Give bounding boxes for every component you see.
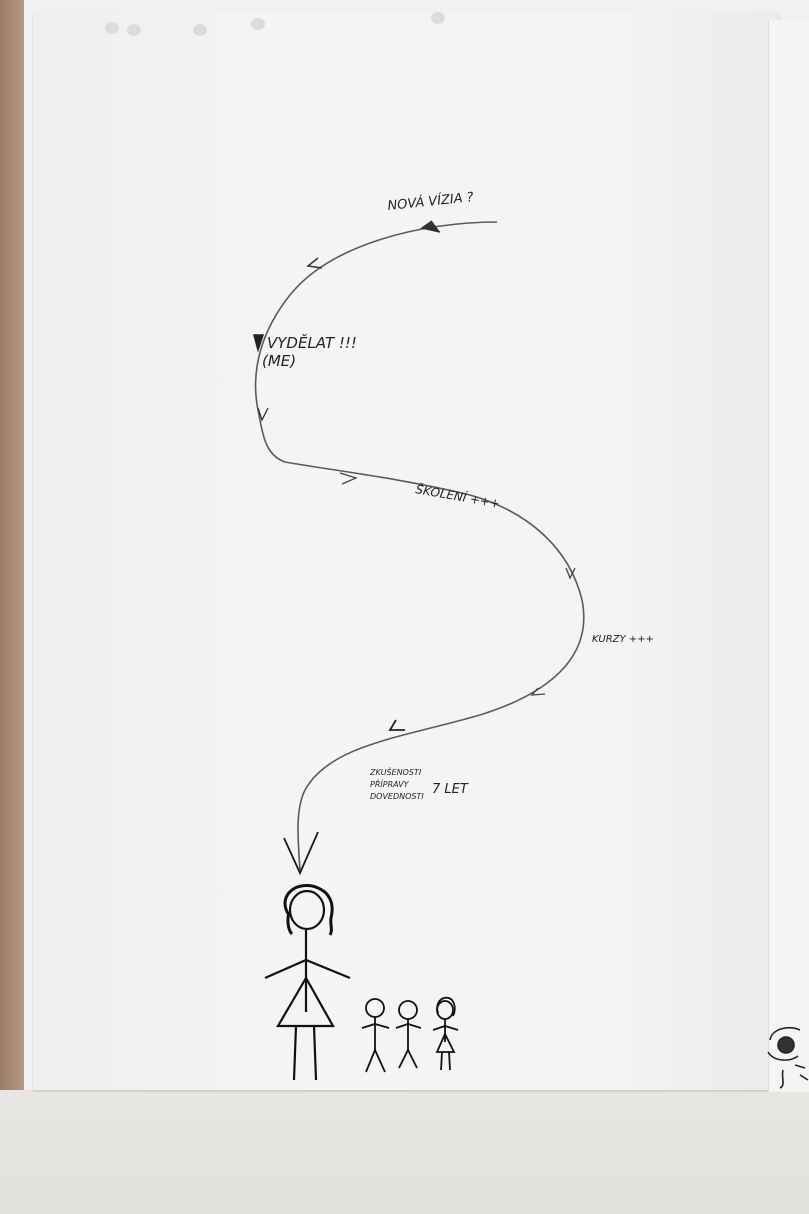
final-arrowhead: [283, 831, 319, 876]
wall-left: [0, 0, 24, 1214]
second-paper-edge: [768, 20, 809, 1092]
paper-hole: [251, 18, 265, 30]
label-bend1-line2: (ME): [262, 352, 296, 370]
label-bottom-line1: ZKUŠENOSTI: [369, 766, 422, 777]
arrowhead: [257, 407, 269, 422]
flower-doodle: [767, 1026, 809, 1089]
journey-path: [254, 221, 585, 871]
label-kurzy: KURZY +++: [592, 634, 654, 645]
arrowhead: [565, 567, 576, 580]
arrowhead: [253, 334, 265, 353]
paper-hole: [127, 24, 141, 36]
label-bottom-line2: PŘÍPRAVY: [370, 778, 410, 789]
label-bottom-line3: DOVEDNOSTI: [370, 792, 424, 801]
arrowhead: [388, 719, 405, 731]
child-figure: [395, 1000, 422, 1069]
child-figure: [361, 998, 390, 1073]
arrowhead: [339, 472, 358, 485]
label-bend1-line1: VYDĚLAT !!!: [267, 333, 357, 352]
paper-hole: [105, 22, 119, 34]
label-mid: ŠKOLENÍ +++: [414, 481, 501, 511]
floor-wall: [0, 1090, 809, 1214]
arrowhead: [420, 220, 441, 233]
paper-hole: [431, 12, 445, 24]
girl-figure: [432, 996, 459, 1071]
flipchart-paper: [33, 12, 779, 1090]
arrowhead: [306, 257, 323, 269]
arrowhead: [530, 687, 546, 696]
label-years: 7 LET: [432, 782, 469, 797]
label-top: NOVÁ VÍZIA ?: [387, 189, 475, 214]
paper-hole: [193, 24, 207, 36]
woman-figure: [264, 884, 351, 1081]
